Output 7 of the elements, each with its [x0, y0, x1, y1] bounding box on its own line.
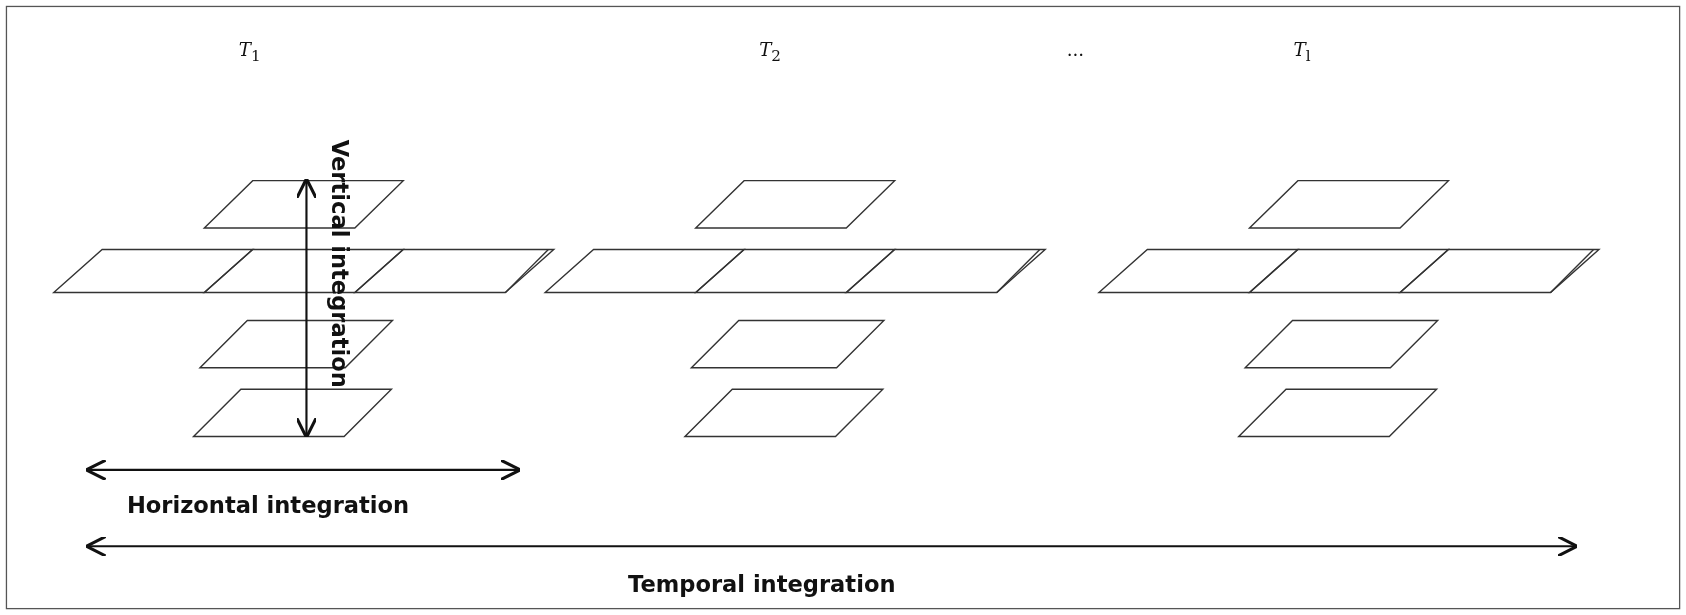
ellipsis-label: ... — [1066, 40, 1085, 60]
time-label: T$_{2}$ — [759, 40, 782, 63]
time-label: T$_{l}$ — [1293, 40, 1311, 63]
time-label: T$_{1}$ — [238, 40, 261, 63]
axis-label: Vertical integration — [327, 139, 351, 388]
axis-label: Temporal integration — [628, 574, 896, 597]
axis-label: Horizontal integration — [126, 494, 410, 518]
